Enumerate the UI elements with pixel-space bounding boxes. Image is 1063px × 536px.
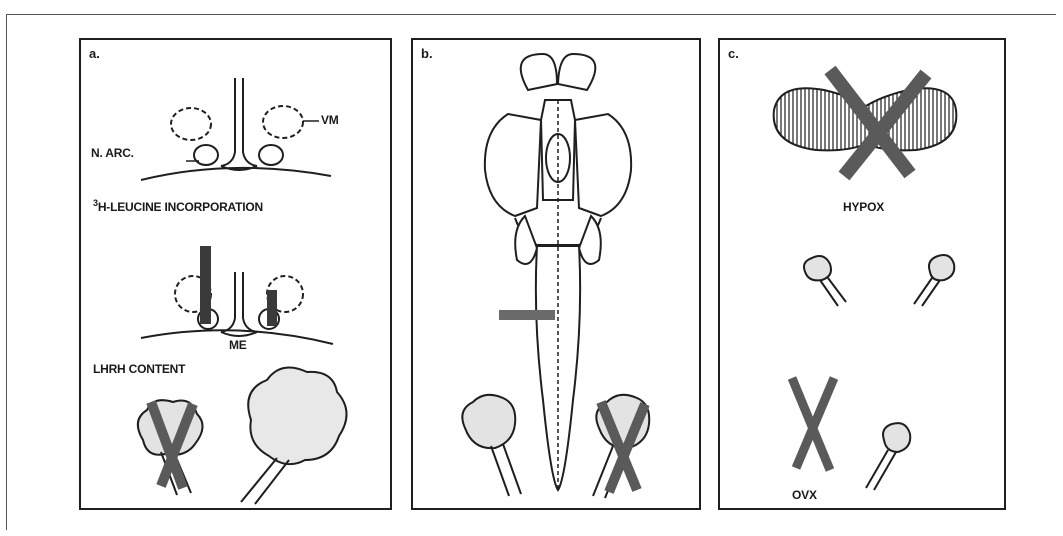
hypothalamus-section-bottom xyxy=(141,272,333,344)
panel-c: c. HYPOX OVX xyxy=(718,38,1006,510)
lesion-bar xyxy=(499,310,555,320)
ovx-label: OVX xyxy=(792,488,817,502)
arcuate-nucleus-left xyxy=(194,145,218,165)
cross-mark-ovx xyxy=(792,378,834,470)
hypox-label: HYPOX xyxy=(843,200,884,214)
ovary-right xyxy=(241,368,347,505)
n-arc-label: N. ARC. xyxy=(91,146,134,160)
panel-c-drawing xyxy=(720,40,1008,512)
vm-nucleus-left xyxy=(171,108,211,140)
ovary-small-left xyxy=(804,256,846,306)
lhrh-label: LHRH CONTENT xyxy=(93,362,185,376)
ovary-small-right xyxy=(914,255,954,306)
panel-a: a. xyxy=(79,38,392,510)
me-label: ME xyxy=(229,338,247,352)
ovary-small-bottom xyxy=(866,423,910,490)
incorporation-label: 3H-LEUCINE INCORPORATION xyxy=(93,198,263,214)
incorporation-text: H-LEUCINE INCORPORATION xyxy=(98,200,263,214)
panel-a-drawing xyxy=(81,40,394,512)
ovary-left-b xyxy=(462,395,521,496)
vm-nucleus-right xyxy=(263,106,303,138)
panel-b-drawing xyxy=(413,40,703,512)
panel-b: b. xyxy=(411,38,701,510)
vm-label: VM xyxy=(321,113,339,127)
lhrh-bar-right xyxy=(267,290,277,326)
arcuate-nucleus-right xyxy=(259,145,283,165)
lhrh-bar-left xyxy=(200,246,211,324)
hypothalamus-section-top xyxy=(141,78,331,180)
